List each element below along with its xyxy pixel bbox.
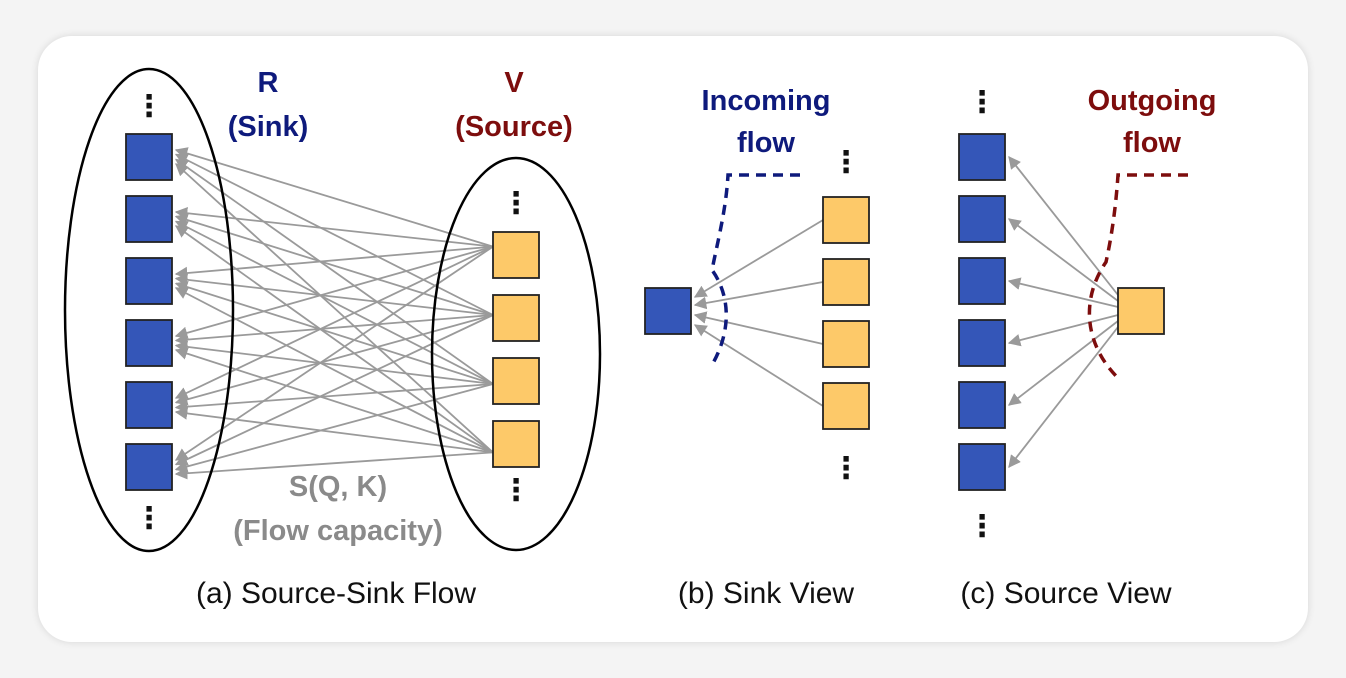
incoming-edge — [693, 219, 824, 298]
flow-edge — [174, 340, 494, 385]
panel-c-sink-nodes — [958, 133, 1006, 491]
flow-edge — [175, 163, 494, 454]
flow-edge — [174, 245, 494, 339]
sink-node — [125, 133, 173, 181]
panel-c-ellipsis-top: ⋮ — [967, 86, 997, 119]
source-title: V — [504, 67, 524, 99]
panel-b-ellipsis-bottom: ⋮ — [831, 452, 861, 485]
source-node — [492, 420, 540, 468]
panel-c-edges — [1007, 156, 1119, 468]
source-ellipsis-top: ⋮ — [501, 187, 531, 220]
flow-edge — [174, 314, 494, 346]
outgoing-flow-label-line2: flow — [1123, 127, 1181, 159]
panel-c-source-node — [1117, 287, 1165, 335]
source-ellipsis-bottom: ⋮ — [501, 474, 531, 507]
source-node — [492, 294, 540, 342]
flow-edge — [174, 407, 494, 454]
outgoing-edge — [1008, 320, 1119, 406]
incoming-edge — [693, 311, 824, 345]
flow-edge — [174, 451, 494, 480]
sink-ellipsis-top: ⋮ — [134, 90, 164, 123]
sink-node — [958, 381, 1006, 429]
sink-node — [125, 257, 173, 305]
sink-node — [125, 319, 173, 367]
caption-b: (b) Sink View — [678, 577, 855, 610]
outgoing-edge — [1007, 314, 1119, 347]
edge-label-line2: (Flow capacity) — [233, 515, 443, 547]
edge-label-line1: S(Q, K) — [289, 471, 387, 503]
flow-edge — [174, 314, 494, 466]
panel-b-ellipsis-top: ⋮ — [831, 146, 861, 179]
outgoing-edge — [1008, 326, 1119, 468]
source-node — [492, 357, 540, 405]
sink-node — [125, 381, 173, 429]
flow-edge — [174, 153, 494, 316]
outgoing-edge — [1007, 277, 1119, 308]
flow-edge — [174, 273, 494, 316]
panel-b: ⋮ ⋮ Incoming flow (b) Sink View — [644, 85, 870, 610]
sink-node — [958, 257, 1006, 305]
source-node — [822, 382, 870, 430]
panel-c-ellipsis-bottom: ⋮ — [967, 510, 997, 543]
panel-b-sink-node — [644, 287, 692, 335]
sink-node — [958, 443, 1006, 491]
panel-c: ⋮ ⋮ Outgoing flow (c) Source View — [958, 85, 1217, 610]
caption-a: (a) Source-Sink Flow — [196, 577, 476, 610]
flow-edge — [174, 225, 494, 454]
outgoing-flow-label-line1: Outgoing — [1088, 85, 1217, 117]
flow-edge — [174, 245, 494, 280]
flow-edge — [174, 147, 494, 248]
sink-node — [958, 319, 1006, 367]
source-subtitle: (Source) — [455, 111, 573, 143]
panel-b-edges — [693, 219, 824, 407]
source-node — [822, 258, 870, 306]
flow-edge — [174, 245, 494, 461]
source-node — [1117, 287, 1165, 335]
sink-node — [958, 133, 1006, 181]
sink-node — [958, 195, 1006, 243]
source-set-ellipse — [430, 156, 602, 552]
flow-edge — [174, 383, 494, 413]
sink-set-ellipse — [63, 67, 235, 553]
source-node — [822, 320, 870, 368]
outgoing-flow-cut-line — [1087, 173, 1188, 380]
panel-a-sink-nodes — [125, 133, 173, 491]
sink-subtitle: (Sink) — [228, 111, 309, 143]
outgoing-edge — [1008, 156, 1119, 296]
flow-edge — [174, 287, 494, 454]
source-node — [822, 196, 870, 244]
sink-ellipsis-bottom: ⋮ — [134, 502, 164, 535]
incoming-edge — [693, 324, 824, 407]
flow-edge — [174, 280, 494, 385]
sink-node — [125, 443, 173, 491]
flow-edge — [174, 158, 494, 385]
panel-a: ⋮ ⋮ ⋮ ⋮ R (Sink) V (Source) S(Q, K) (Flo… — [63, 67, 602, 610]
incoming-flow-label-line1: Incoming — [702, 85, 831, 117]
caption-c: (c) Source View — [960, 577, 1172, 610]
panel-b-source-nodes — [822, 196, 870, 430]
source-node — [492, 231, 540, 279]
sink-title: R — [258, 67, 279, 99]
incoming-edge — [693, 281, 824, 310]
flow-edge — [174, 383, 494, 473]
panel-a-source-nodes — [492, 231, 540, 468]
flow-edge — [174, 206, 494, 248]
sink-node — [644, 287, 692, 335]
flow-edge — [174, 220, 494, 385]
incoming-flow-label-line2: flow — [737, 127, 795, 159]
outgoing-edge — [1007, 218, 1119, 302]
figure-frame — [38, 36, 1308, 642]
sink-node — [125, 195, 173, 243]
